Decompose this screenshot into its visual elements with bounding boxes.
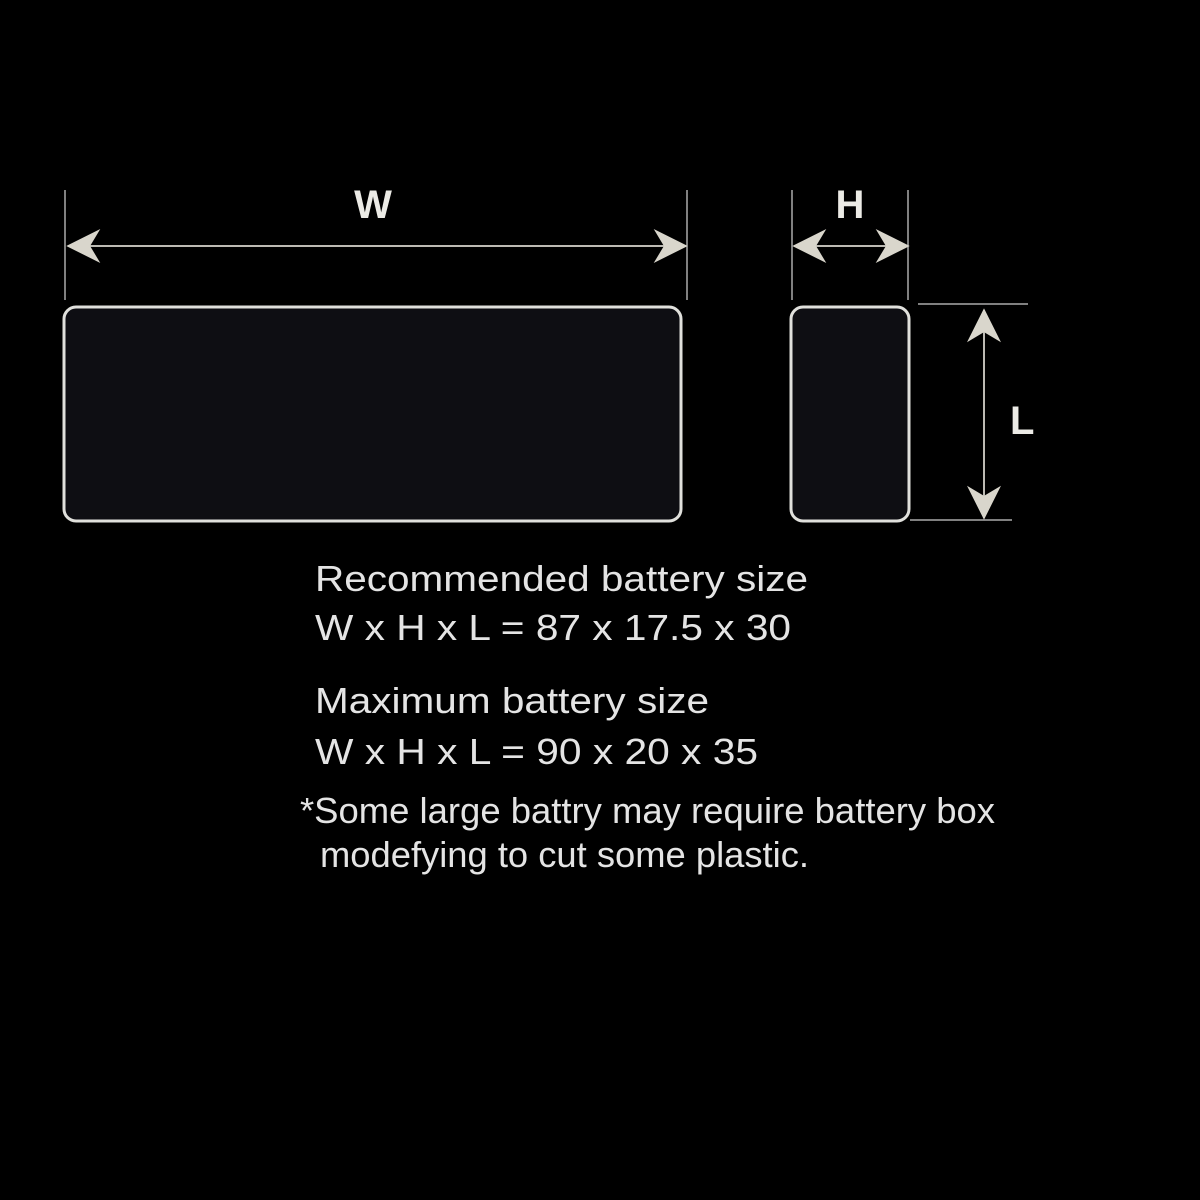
maximum-title: Maximum battery size <box>315 680 709 721</box>
height-label: H <box>836 183 865 227</box>
width-label: W <box>354 183 392 227</box>
note-line-1: *Some large battry may require battery b… <box>300 790 995 831</box>
battery-front-face <box>62 305 683 523</box>
maximum-dimensions: W x H x L = 90 x 20 x 35 <box>315 731 758 772</box>
battery-side-face <box>789 305 911 523</box>
recommended-title: Recommended battery size <box>315 558 808 599</box>
note-line-2: modefying to cut some plastic. <box>320 834 809 875</box>
length-label: L <box>1010 399 1034 443</box>
recommended-dimensions: W x H x L = 87 x 17.5 x 30 <box>315 607 791 648</box>
